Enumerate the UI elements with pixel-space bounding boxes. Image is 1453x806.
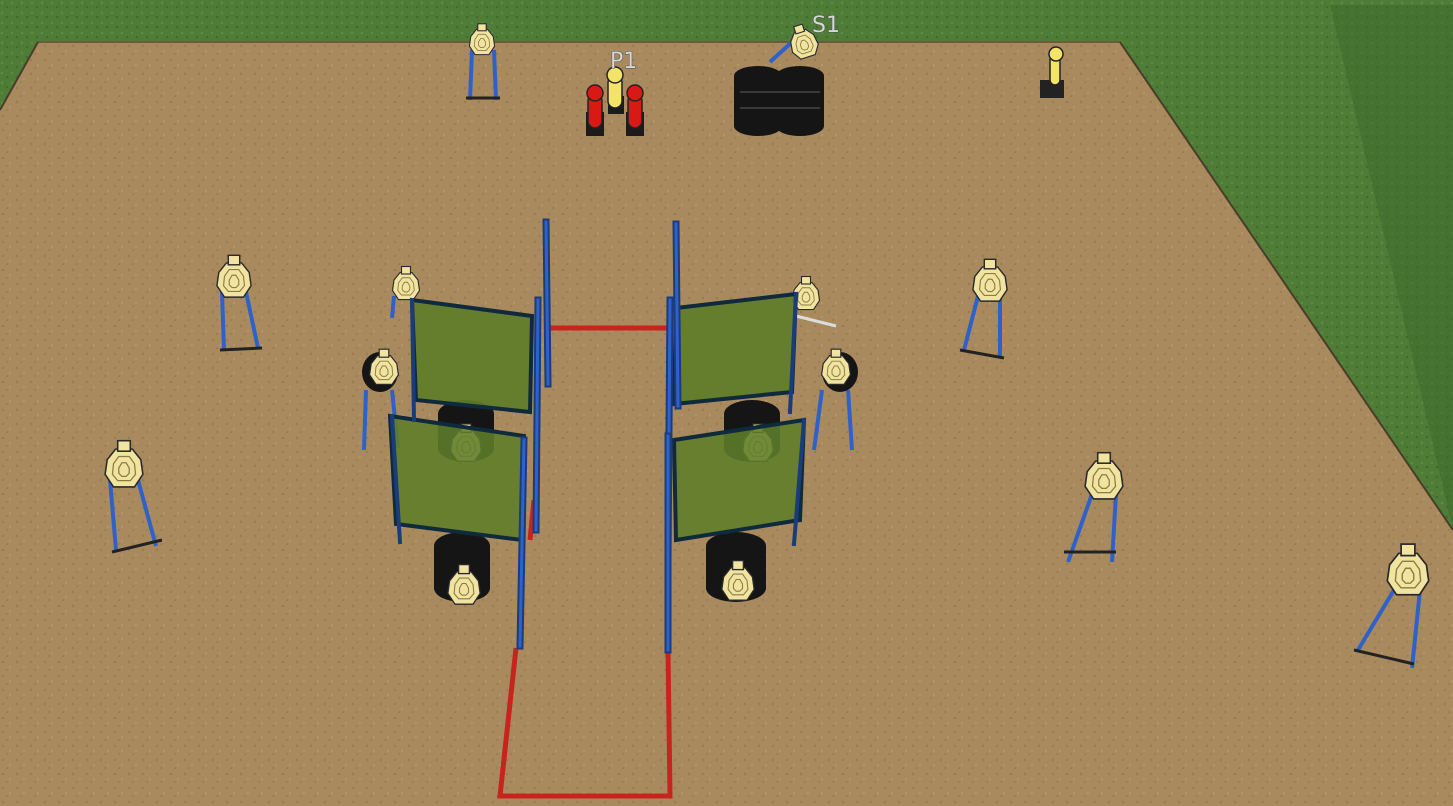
- wall-panel-right-upper: [674, 294, 796, 404]
- tire-target-left-lower: [434, 532, 490, 604]
- popper-label: P1: [610, 49, 637, 74]
- wall-panel-right-lower: [674, 420, 804, 540]
- tire-target-right-lower: [706, 532, 766, 602]
- wall-panel-left-lower: [390, 416, 524, 540]
- steel-label: S1: [812, 13, 840, 38]
- wall-panel-left-upper: [412, 300, 532, 412]
